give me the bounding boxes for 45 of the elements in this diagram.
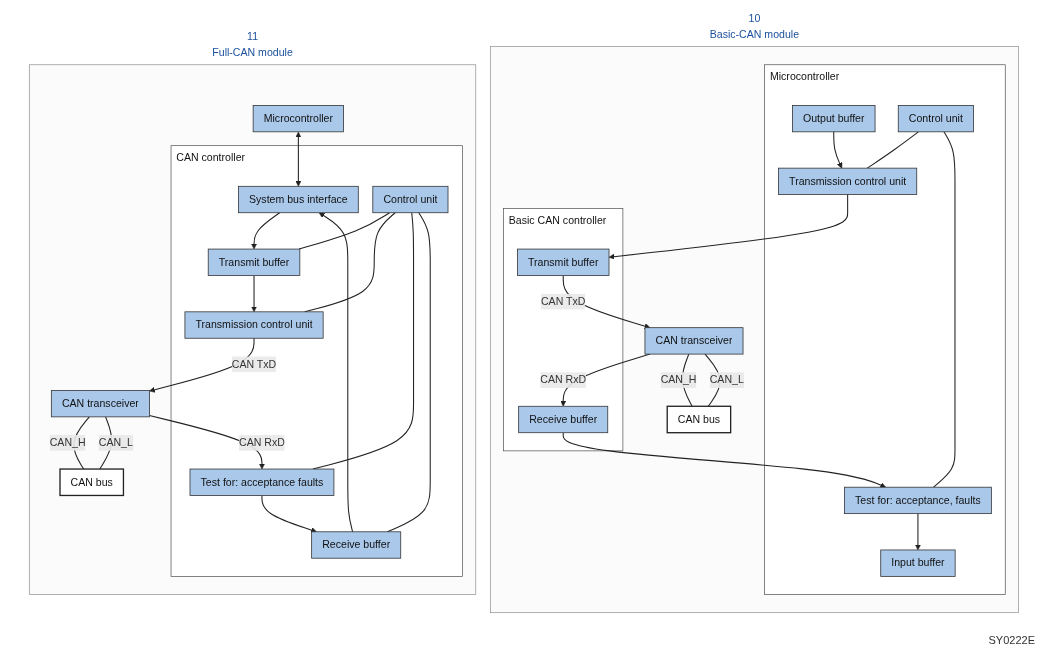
node-label: 10 [748,12,760,24]
node-box: Control unit [372,185,449,213]
node-box: Receive buffer [310,530,401,559]
node-label: Basic-CAN module [709,28,799,40]
connector [298,211,390,250]
edge-label: CAN TxD [231,357,276,370]
node-box: Transmission control unit [184,310,324,339]
node-box: Receive buffer [517,405,608,433]
arrow [608,193,848,260]
node-box: Input buffer [879,549,956,577]
arrow [295,131,301,187]
node-box: Transmit buffer [516,248,610,276]
node-box: Transmit buffer [207,248,300,276]
cluster [489,45,1019,613]
arrow [261,494,317,533]
node-box: Transmission control unit [777,167,917,195]
connector [866,130,919,169]
arrow [250,274,257,312]
figure-code: SY0222E [988,634,1035,646]
arrow [250,211,280,249]
edge-label: CAN RxD [539,373,586,385]
node-box: CAN bus [58,467,124,496]
arrow [318,211,353,532]
node-box: CAN transceiver [644,326,744,354]
node-box: Control unit [897,104,974,132]
node-label: Full-CAN module [211,46,293,58]
arrow [914,512,921,550]
edge-label: CAN_H [660,373,697,385]
edge-label: CAN TxD [540,295,586,307]
arrow [832,130,842,168]
node-box: Microcontroller [252,104,344,132]
cluster [28,63,476,595]
arrow [562,431,886,488]
edge-label: CAN_L [98,436,133,448]
node-label: 11 [246,30,258,42]
node-box: System bus interface [237,185,359,213]
edge-label: CAN_H [49,436,86,448]
connector [932,130,956,488]
node-box: CAN transceiver [50,389,150,417]
node-box: Output buffer [791,104,876,132]
edge-label: CAN RxD [238,436,285,448]
node-box: Test for: acceptance faults [189,468,334,496]
node-box: Test for: acceptance, faults [843,486,992,514]
edge-label: CAN_L [709,373,744,385]
node-box: CAN bus [666,405,731,433]
